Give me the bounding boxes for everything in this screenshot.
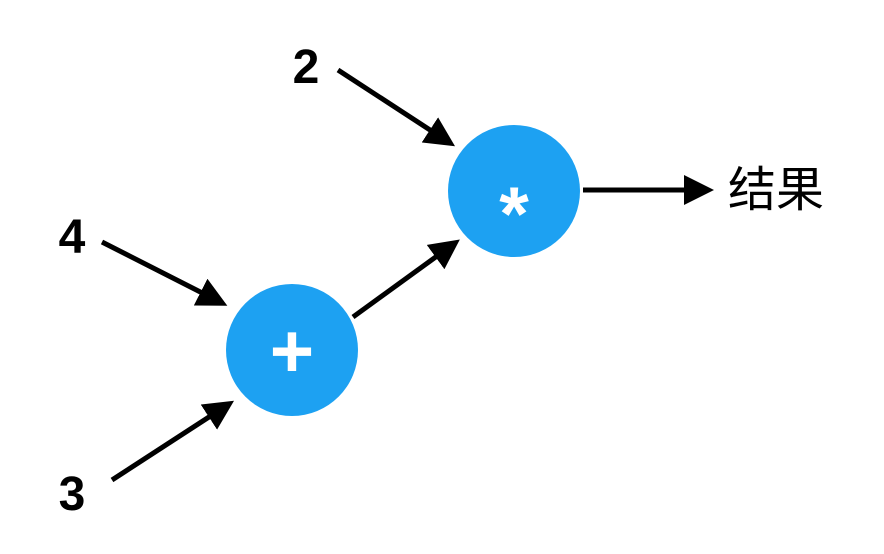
add-node-operator: +: [270, 309, 314, 394]
edge-input-2-to-multiply: [336, 67, 456, 147]
input-label-3: 3: [59, 468, 86, 521]
edge-input-3-to-add: [110, 400, 235, 483]
multiply-node-operator: *: [499, 172, 529, 257]
input-label-4: 4: [59, 211, 86, 264]
edge-input-4-to-add: [100, 239, 228, 306]
input-label-2: 2: [293, 41, 320, 94]
output-label: 结果: [728, 164, 824, 217]
add-node-circle: [226, 284, 358, 416]
edge-add-to-multiply: [351, 239, 460, 320]
multiply-node-circle: [448, 125, 580, 257]
